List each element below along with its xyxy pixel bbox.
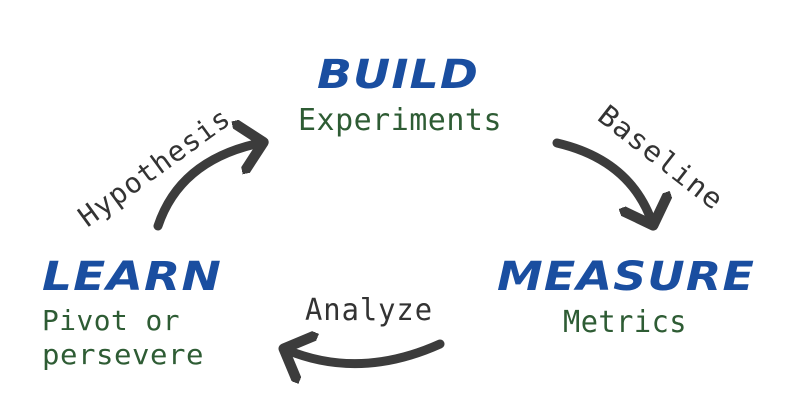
stage-measure-subtitle: Metrics xyxy=(563,305,687,340)
edge-label-baseline: Baseline xyxy=(592,98,731,216)
stage-measure: MEASURE Metrics xyxy=(497,254,755,340)
curved-arrow-icon xyxy=(153,143,260,231)
edge-analyze: Analyze xyxy=(287,293,445,364)
stage-learn-subtitle-line-2: persevere xyxy=(42,338,204,371)
stage-build: BUILD Experiments xyxy=(298,52,502,138)
stage-measure-title: MEASURE xyxy=(497,254,755,300)
edge-label-hypothesis: Hypothesis xyxy=(72,101,237,233)
stage-learn-title: LEARN xyxy=(42,254,222,300)
stage-build-subtitle: Experiments xyxy=(298,103,502,138)
stage-learn-subtitle-line-1: Pivot or xyxy=(42,304,180,337)
curved-arrow-icon xyxy=(287,344,445,364)
edge-baseline: Baseline xyxy=(552,98,731,222)
edge-hypothesis: Hypothesis xyxy=(72,101,260,234)
stage-learn: LEARN Pivot or persevere xyxy=(42,254,222,371)
edge-label-analyze: Analyze xyxy=(305,293,433,328)
stage-build-title: BUILD xyxy=(317,52,479,98)
curved-arrow-icon xyxy=(552,138,652,222)
